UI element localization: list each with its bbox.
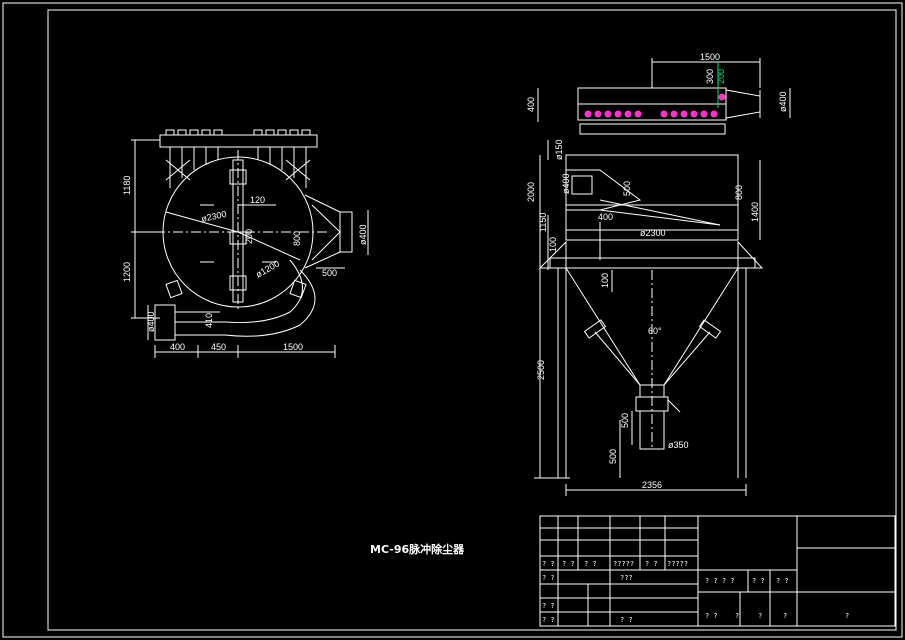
elev-dim-1150: 1150: [538, 213, 548, 232]
elev-dim-d2300: ø2300: [640, 228, 666, 238]
inner-frame: [47, 9, 897, 631]
plan-dim-400: 400: [170, 342, 185, 352]
tb-r5-c1: ? ?: [542, 616, 555, 624]
elev-discharge-pipe: [639, 410, 665, 450]
tb-r5-c4: ?: [735, 612, 739, 620]
tb-r1-c5: ? ?: [645, 560, 658, 568]
tb-r5-c5: ?: [758, 612, 762, 620]
plan-dim-410: 410: [204, 313, 214, 328]
elev-dim-60deg: 60°: [648, 326, 662, 336]
plan-inlet-flange: [339, 211, 353, 253]
plan-dim-200: 200: [244, 229, 254, 244]
tb-r1-c1: ? ?: [542, 560, 555, 568]
plan-dim-d2300: ø2300: [200, 209, 227, 224]
elev-top-outlet: [725, 89, 761, 119]
elev-dim-100b: 100: [600, 273, 610, 288]
elev-dim-500c: 500: [608, 449, 618, 464]
elev-dim-w400: 400: [598, 212, 613, 222]
tb-r1-c4: ?????: [613, 560, 634, 568]
plan-dim-500: 500: [322, 268, 337, 278]
title-block: [539, 515, 896, 627]
elev-dim-d350: ø350: [668, 440, 689, 450]
tb-r5-c6: ?: [783, 612, 787, 620]
elev-dim-100: 100: [548, 237, 558, 252]
tb-r5-c7: ?: [845, 612, 849, 620]
elev-tube-sheet: [579, 123, 726, 135]
plan-outlet-scroll: [175, 269, 316, 337]
plan-header-pipe: [159, 134, 318, 148]
tb-r1-c3: ? ?: [584, 560, 597, 568]
elev-pulse-valves: [584, 93, 726, 118]
tb-r3-c1: ? ? ? ?: [705, 577, 735, 585]
plan-d1200-leader: [237, 231, 301, 261]
tb-r1-c2: ? ?: [562, 560, 575, 568]
plan-valve-row: [165, 129, 311, 188]
elev-dim-d150: ø150: [554, 139, 564, 160]
tb-r5-c3: ? ?: [705, 612, 718, 620]
elev-dim-500: 500: [622, 181, 632, 196]
plan-dim-120: 120: [250, 195, 265, 205]
elev-shell: [565, 154, 739, 241]
tb-r3-c3: ? ?: [776, 577, 789, 585]
elev-ring-beam: [549, 257, 756, 269]
elev-dim-300: 300: [705, 69, 715, 84]
elev-dim-2356: 2356: [642, 480, 662, 490]
plan-d2300-leader: [165, 211, 239, 233]
elev-inlet-cone: [566, 169, 642, 211]
tb-r3-c2: ? ?: [752, 577, 765, 585]
elev-dim-2000: 2000: [526, 182, 536, 202]
plan-top-block: [229, 169, 247, 185]
elev-dim-1400: 1400: [750, 202, 760, 222]
tb-r5-c2: ? ?: [620, 616, 633, 624]
plan-bottom-block: [229, 275, 247, 291]
plan-view: [131, 129, 369, 358]
elev-dim-400: 400: [526, 97, 536, 112]
plan-dim-1180: 1180: [122, 176, 132, 195]
drawing-title: MC-96脉冲除尘器: [370, 542, 465, 556]
elev-bracket-right: [737, 240, 764, 269]
elev-dim-200: 200: [716, 69, 726, 84]
plan-dim-800: 800: [292, 231, 302, 246]
tb-r2-c2: ???: [620, 574, 633, 582]
elevation-view: [534, 58, 791, 496]
plan-dim-450: 450: [211, 342, 226, 352]
elev-dim-500b: 500: [620, 413, 630, 428]
elev-dim-top-d400: ø400: [778, 91, 788, 112]
tb-r2-c1: ? ?: [542, 574, 555, 582]
elev-dim-800: 800: [734, 185, 744, 200]
plan-dim-outlet-d400: ø400: [146, 311, 156, 332]
elev-nozzle-left: [583, 319, 607, 339]
plan-dim-1500: 1500: [283, 342, 303, 352]
elev-nozzle-right: [698, 319, 722, 339]
elev-dim-2500: 2500: [536, 360, 546, 380]
plan-dim-1200: 1200: [122, 262, 132, 282]
elev-dim-mid-d400: ø400: [561, 173, 571, 194]
tb-r4-c1: ? ?: [542, 602, 555, 610]
plan-dim-inlet-d400: ø400: [358, 224, 368, 245]
plan-outlet-flange: [154, 304, 176, 341]
tb-r1-c6: ?????: [667, 560, 688, 568]
elev-dim-1500: 1500: [700, 52, 720, 62]
